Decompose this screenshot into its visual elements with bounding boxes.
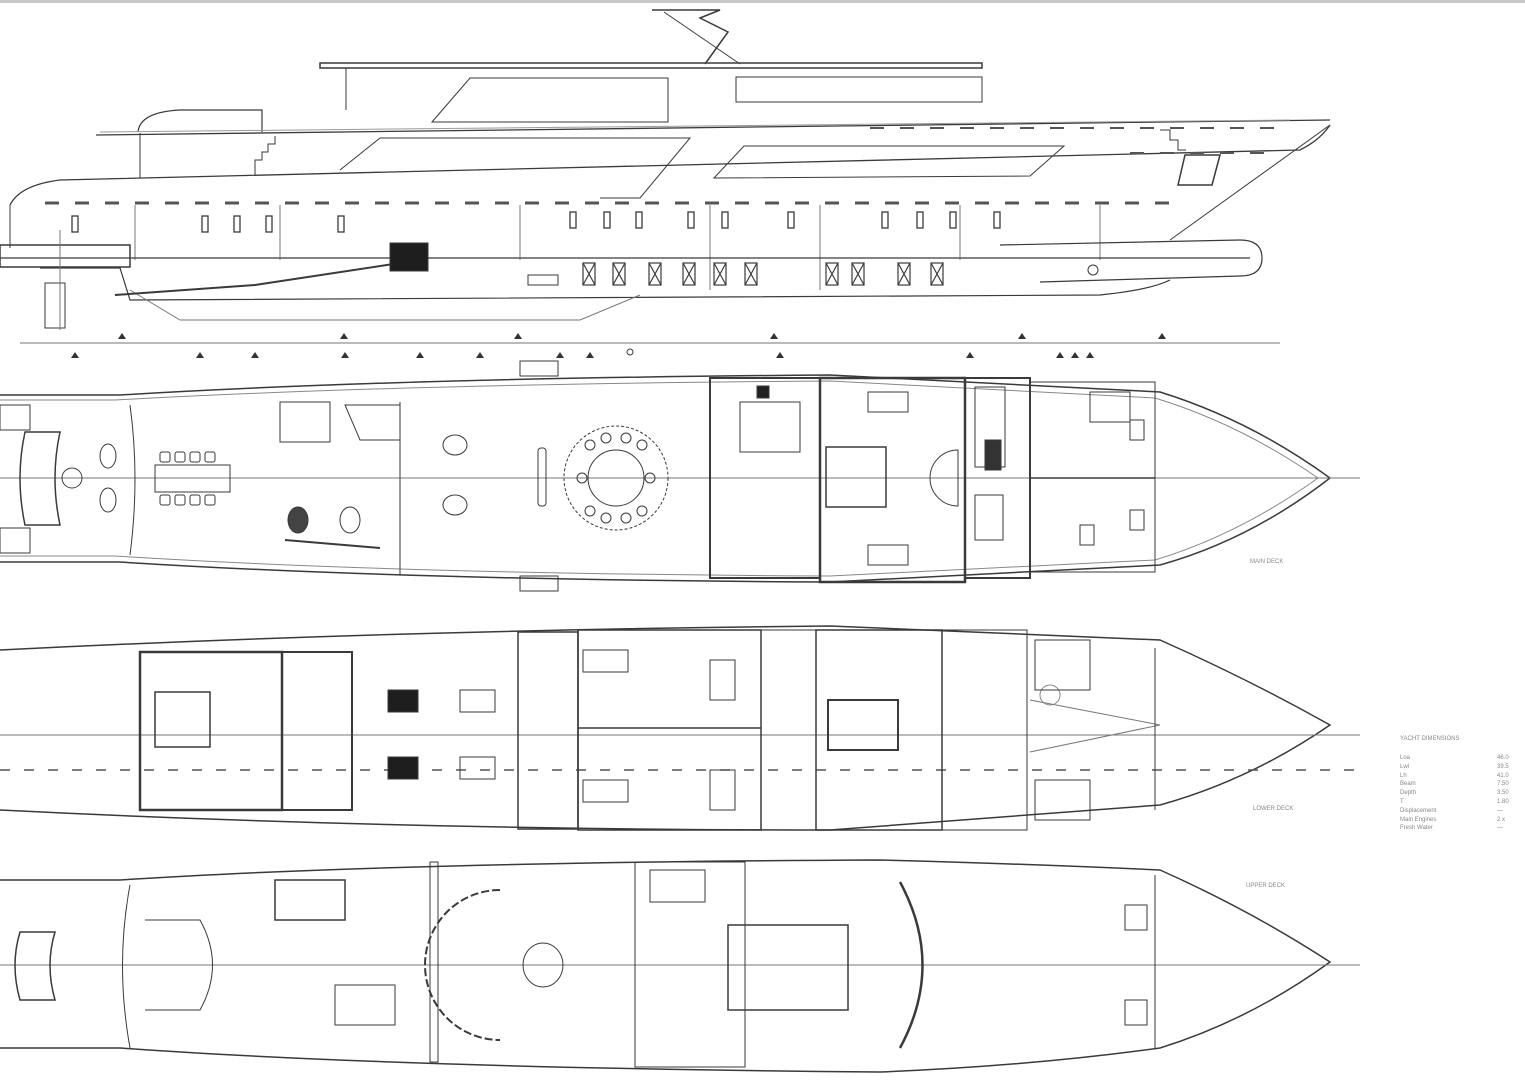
main-deck-plan: MAIN DECK [0,360,1360,592]
sheet-border [0,0,1525,3]
svg-text:UPPER DECK: UPPER DECK [1246,883,1285,889]
upper-deck-plan: UPPER DECK [0,859,1360,1073]
svg-text:MAIN DECK: MAIN DECK [1250,559,1283,565]
svg-text:LOWER DECK: LOWER DECK [1253,806,1293,812]
profile-view [0,9,1331,358]
dimensions-title: YACHT DIMENSIONS [1400,736,1460,742]
dimension-row: Displacement— [1400,807,1503,814]
lower-deck-plan: LOWER DECK [0,625,1360,831]
dimension-row: Fresh Water— [1400,825,1503,832]
